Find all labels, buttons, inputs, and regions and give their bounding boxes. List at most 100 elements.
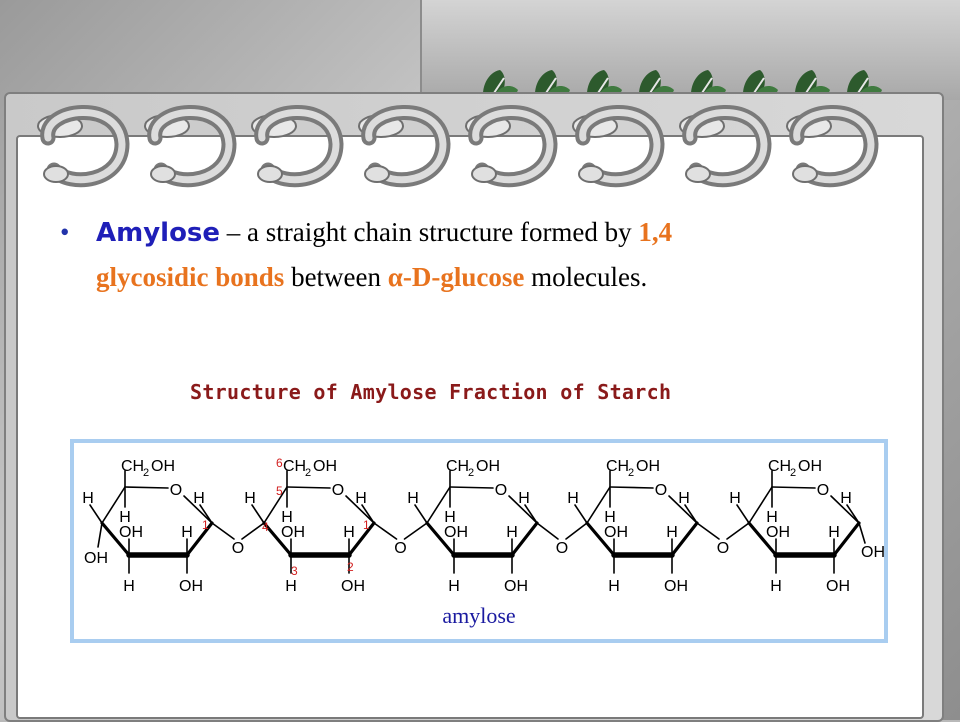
hydrogen-c1: H <box>355 490 367 507</box>
hydrogen-c4: H <box>82 490 94 507</box>
terminal-hydroxyl-c1: OH <box>861 544 884 561</box>
bond-line <box>185 521 214 557</box>
bond-line <box>199 504 213 524</box>
folder-tab <box>420 0 960 100</box>
carbon-number-1: 1 <box>202 518 209 532</box>
ch2oh-oh: OH <box>151 458 175 475</box>
hydroxyl-c3: OH <box>281 524 305 541</box>
glycosidic-oxygen: O <box>232 540 244 557</box>
spiral-binder-ring-icon <box>358 105 451 188</box>
bond-line <box>425 521 456 557</box>
hydrogen-c4: H <box>567 490 579 507</box>
bond-line <box>771 486 816 489</box>
term-amylose: Amylose <box>96 218 221 248</box>
ch2oh-label: CH <box>121 458 144 475</box>
hydrogen-c3: H <box>608 578 620 595</box>
hydrogen-c2: H <box>181 524 193 541</box>
bond-line <box>414 504 428 524</box>
bond-line <box>536 522 559 540</box>
hydroxyl-c2: OH <box>179 578 203 595</box>
hydroxyl-c2: OH <box>341 578 365 595</box>
glycosidic-oxygen: O <box>717 540 729 557</box>
hydrogen-c1: H <box>678 490 690 507</box>
bond-line <box>609 486 654 489</box>
hydroxyl-c3: OH <box>119 524 143 541</box>
figure-box <box>70 439 888 643</box>
hydrogen-c5: H <box>281 509 293 526</box>
hydroxyl-c3: OH <box>766 524 790 541</box>
binder-rings <box>37 105 879 188</box>
bond-line <box>251 504 265 524</box>
bond-line <box>211 522 235 540</box>
hydrogen-c1: H <box>840 490 852 507</box>
bond-line <box>426 486 451 524</box>
ch2oh-label: CH <box>283 458 306 475</box>
hydrogen-c2: H <box>506 524 518 541</box>
bond-line <box>124 486 169 489</box>
bond-line <box>586 486 611 524</box>
ring-oxygen: O <box>495 482 507 499</box>
ch2oh-oh: OH <box>476 458 500 475</box>
bond-line <box>262 521 293 557</box>
hydrogen-c2: H <box>343 524 355 541</box>
hydrogen-c2: H <box>828 524 840 541</box>
ch2oh-subscript: 2 <box>468 467 474 479</box>
ch2oh-label: CH <box>606 458 629 475</box>
hydroxyl-c3: OH <box>444 524 468 541</box>
highlight-glycosidic-bonds: 1,4 glycosidic bonds <box>96 217 673 292</box>
bond-line <box>747 521 778 557</box>
hydrogen-c3: H <box>770 578 782 595</box>
bond-line <box>726 522 750 540</box>
bond-line <box>101 486 126 524</box>
bond-line <box>830 495 860 524</box>
ch2oh-label: CH <box>446 458 469 475</box>
ch2oh-subscript: 2 <box>790 467 796 479</box>
ring-oxygen: O <box>655 482 667 499</box>
bond-line <box>403 522 428 540</box>
highlight-alpha-d-glucose: α-D-glucose <box>387 262 525 292</box>
spiral-binder-ring-icon <box>251 105 344 188</box>
figure-caption: amylose <box>442 603 515 628</box>
ch2oh-oh: OH <box>313 458 337 475</box>
hydrogen-c4: H <box>407 490 419 507</box>
hydrogen-c3: H <box>448 578 460 595</box>
hydrogen-c1: H <box>518 490 530 507</box>
spiral-binder-ring-icon <box>572 105 665 188</box>
bond-line <box>832 521 861 557</box>
bond-line <box>510 521 539 557</box>
ch2oh-label: CH <box>768 458 791 475</box>
bond-line <box>373 522 398 540</box>
hydroxyl-c3: OH <box>604 524 628 541</box>
bond-line <box>668 495 698 524</box>
ch2oh-oh: OH <box>798 458 822 475</box>
bond-line <box>263 486 288 524</box>
carbon-number-3: 3 <box>291 564 298 578</box>
ch2oh-subscript: 2 <box>143 467 149 479</box>
bond-line <box>89 504 103 524</box>
bond-line <box>670 521 699 557</box>
ch2oh-subscript: 2 <box>628 467 634 479</box>
hydrogen-c3: H <box>123 578 135 595</box>
glycosidic-oxygen: O <box>394 540 406 557</box>
bond-line <box>524 504 538 524</box>
bond-line <box>736 504 750 524</box>
hydrogen-c1: H <box>193 490 205 507</box>
bullet-dot-icon: • <box>60 217 70 247</box>
bond-line <box>449 486 494 489</box>
bond-line <box>508 495 538 524</box>
hydrogen-c4: H <box>729 490 741 507</box>
terminal-hydroxyl-c4: OH <box>84 550 108 567</box>
spiral-binder-ring-icon <box>144 105 237 188</box>
bond-line <box>347 521 376 557</box>
ring-oxygen: O <box>170 482 182 499</box>
carbon-number-1: 1 <box>363 518 370 532</box>
bond-line <box>696 522 720 540</box>
bond-line <box>748 486 773 524</box>
spiral-binder-ring-icon <box>37 105 130 188</box>
hydrogen-c5: H <box>766 509 778 526</box>
hydroxyl-c2: OH <box>826 578 850 595</box>
